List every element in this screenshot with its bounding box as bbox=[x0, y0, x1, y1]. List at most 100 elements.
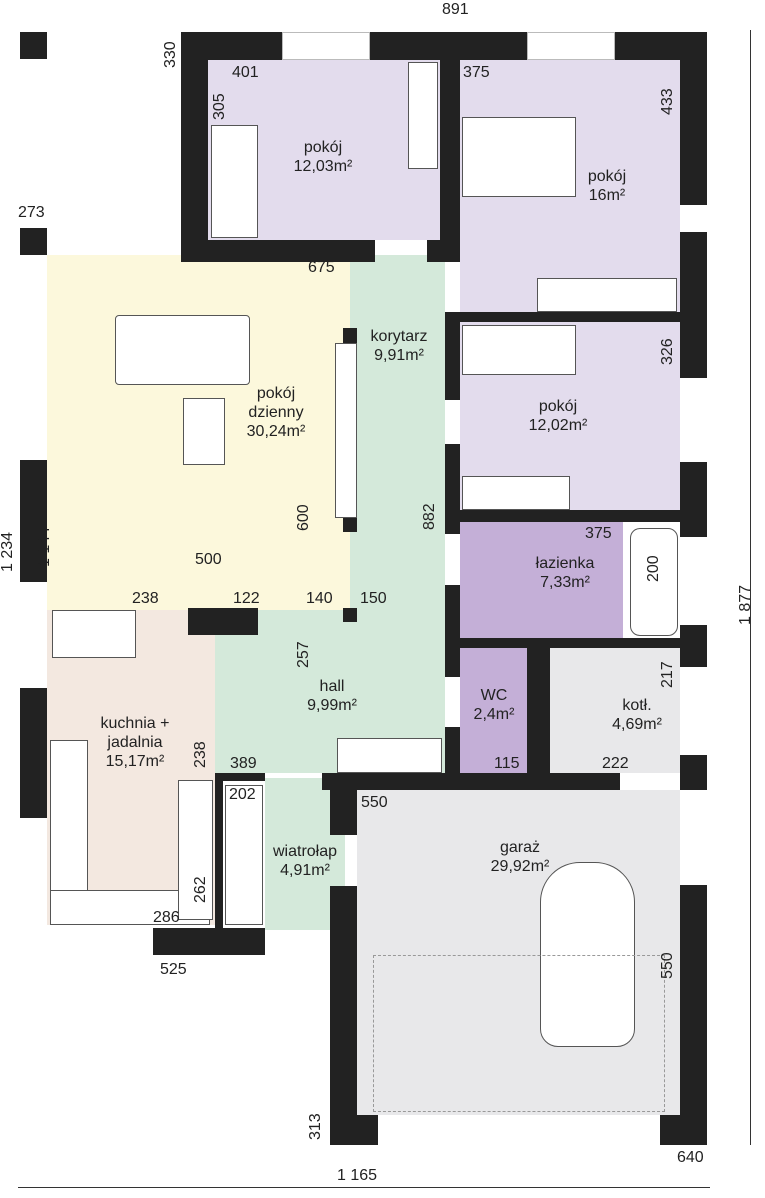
kitchen-counter-right bbox=[178, 780, 213, 920]
room-area: 15,17m² bbox=[105, 753, 165, 770]
window bbox=[282, 32, 370, 60]
wall bbox=[660, 1115, 707, 1145]
room-name: WC bbox=[480, 687, 508, 704]
wall bbox=[440, 60, 460, 260]
wall bbox=[330, 773, 357, 835]
dimension: 1 144 bbox=[36, 526, 53, 567]
room-name: wiatrołap bbox=[272, 843, 338, 860]
wall bbox=[445, 585, 460, 677]
wall bbox=[20, 32, 47, 59]
dimension: 238 bbox=[132, 590, 159, 607]
wardrobe-bedroom-2 bbox=[537, 278, 677, 312]
dimension: 550 bbox=[659, 952, 676, 979]
wall bbox=[680, 32, 707, 205]
garage-door-outline bbox=[373, 955, 665, 1112]
dimension: 891 bbox=[442, 1, 469, 18]
dimension: 1 165 bbox=[337, 1167, 378, 1184]
dimension: 600 bbox=[295, 504, 312, 531]
room-boiler bbox=[550, 648, 680, 773]
dimension: 150 bbox=[360, 590, 387, 607]
wall bbox=[20, 460, 47, 582]
dining-table bbox=[52, 610, 136, 658]
room-label: korytarz 9,91m² bbox=[371, 327, 428, 365]
dimension: 115 bbox=[494, 755, 520, 772]
room-area: 2,4m² bbox=[473, 706, 515, 723]
wall bbox=[527, 648, 550, 775]
room-area: 12,03m² bbox=[293, 158, 353, 175]
wall bbox=[20, 228, 47, 255]
dimension: 525 bbox=[160, 961, 187, 978]
wall bbox=[330, 886, 357, 1145]
dimension: 202 bbox=[229, 786, 256, 803]
wall bbox=[460, 510, 707, 522]
dimension: 1 234 bbox=[0, 531, 16, 572]
room-label: pokój dzienny 30,24m² bbox=[236, 384, 316, 441]
wardrobe-vestibule bbox=[225, 785, 263, 925]
room-label: pokój 12,03m² bbox=[294, 138, 353, 176]
wall bbox=[322, 773, 620, 790]
dimension: 375 bbox=[463, 64, 490, 81]
wall bbox=[330, 1115, 378, 1145]
bed-bedroom-3 bbox=[462, 325, 576, 375]
room-area: 4,91m² bbox=[280, 862, 330, 879]
room-bathroom bbox=[460, 522, 623, 638]
room-label: wiatrołap 4,91m² bbox=[273, 842, 337, 880]
dimension-line-bottom bbox=[18, 1187, 710, 1188]
room-area: 7,33m² bbox=[540, 574, 590, 591]
wall bbox=[181, 240, 375, 262]
window bbox=[527, 32, 615, 60]
room-area: 12,02m² bbox=[528, 417, 588, 434]
room-area: 30,24m² bbox=[246, 423, 306, 440]
wardrobe-hall bbox=[337, 738, 442, 773]
coffee-table bbox=[183, 398, 225, 465]
room-name: pokój dzienny bbox=[248, 385, 304, 421]
wall bbox=[445, 727, 460, 777]
dimension: 330 bbox=[162, 41, 179, 68]
wall bbox=[215, 773, 265, 781]
pillar bbox=[343, 328, 357, 343]
dimension: 257 bbox=[295, 641, 312, 668]
fireplace-wall bbox=[188, 608, 258, 635]
dimension: 500 bbox=[195, 551, 222, 568]
car bbox=[540, 862, 635, 1047]
room-label: hall 9,99m² bbox=[307, 677, 357, 715]
dimension: 326 bbox=[659, 338, 676, 365]
wall bbox=[680, 625, 707, 667]
wardrobe-bedroom-3 bbox=[462, 476, 570, 510]
dimension-line-right bbox=[750, 30, 751, 1145]
dimension: 401 bbox=[232, 64, 259, 81]
room-name: garaż bbox=[499, 839, 541, 856]
bathtub bbox=[630, 528, 678, 636]
dimension: 140 bbox=[306, 590, 333, 607]
room-name: pokój bbox=[587, 168, 627, 185]
room-area: 9,91m² bbox=[374, 347, 424, 364]
room-corridor bbox=[350, 255, 445, 615]
room-area: 9,99m² bbox=[307, 697, 357, 714]
room-area: 16m² bbox=[588, 187, 626, 204]
dimension: 217 bbox=[659, 661, 676, 688]
room-area: 29,92m² bbox=[490, 858, 550, 875]
wall bbox=[215, 773, 223, 933]
room-name: korytarz bbox=[370, 328, 428, 345]
dimension: 286 bbox=[153, 909, 180, 926]
dimension: 238 bbox=[192, 741, 209, 768]
wall bbox=[680, 885, 707, 1145]
dimension: 305 bbox=[211, 93, 228, 120]
pillar bbox=[343, 518, 357, 532]
wall bbox=[680, 755, 707, 790]
dimension: 262 bbox=[192, 876, 209, 903]
bed-bedroom-1 bbox=[211, 125, 258, 238]
room-wc bbox=[460, 648, 527, 773]
room-label: pokój 16m² bbox=[588, 167, 626, 205]
dimension: 550 bbox=[361, 794, 388, 811]
room-name: hall bbox=[319, 678, 345, 695]
dimension: 675 bbox=[308, 259, 335, 276]
room-name: kuchnia + jadalnia bbox=[100, 715, 170, 751]
dimension: 313 bbox=[307, 1113, 324, 1140]
dimension: 222 bbox=[602, 755, 629, 772]
room-name: pokój bbox=[303, 139, 343, 156]
dimension: 122 bbox=[233, 590, 260, 607]
room-label: garaż 29,92m² bbox=[491, 838, 550, 876]
sofa bbox=[115, 315, 250, 385]
